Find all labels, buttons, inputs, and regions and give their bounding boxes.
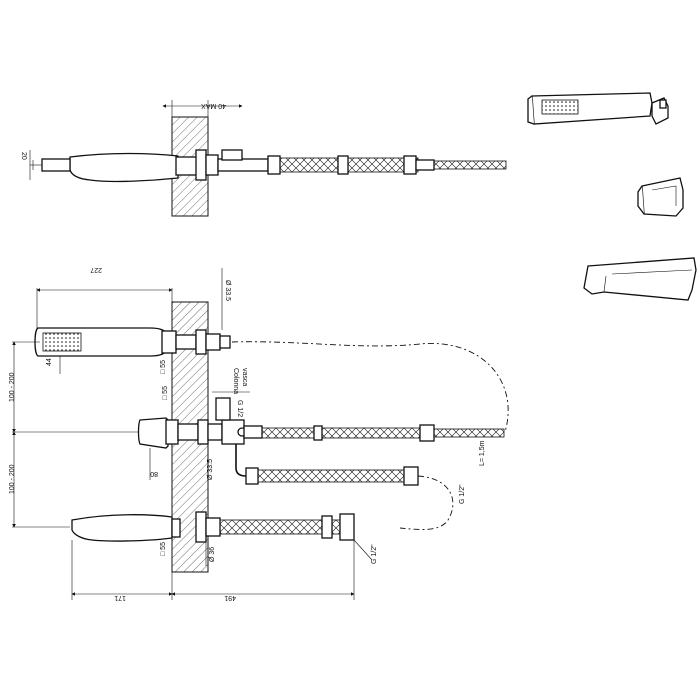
overall-length-label: 227: [90, 266, 102, 273]
column-label-2: vasca: [241, 368, 248, 386]
wall-thickness-label: 40 MAX: [201, 102, 226, 109]
thread-g12-low-label: G 1/2": [371, 544, 378, 564]
shower-hose: [433, 428, 505, 438]
perspective-spout: [583, 257, 697, 301]
top-handle: [69, 152, 179, 183]
handshower-width-label: 44: [46, 358, 53, 366]
hose-length-label: L= 1,5m: [479, 440, 486, 466]
square-55-b-label: □ 55: [162, 386, 169, 400]
square-55-a-label: □ 55: [160, 360, 167, 374]
middle-braided-hose: [245, 469, 417, 483]
nut-diameter-top-label: Ø 33.5: [224, 280, 231, 301]
column-label-1: Colonna: [232, 368, 239, 394]
spacing-lower-label: 100 - 200: [9, 464, 16, 494]
main-plan-view: 227 Ø 33.5 44 □ 55 100 - 200 100 - 200: [9, 266, 509, 601]
handshower-assembly: 44 □ 55: [34, 327, 231, 374]
thread-g12-right-label: G 1/2": [459, 484, 466, 504]
top-side-view: 40 MAX 20: [20, 100, 507, 217]
upper-braided-hose: [261, 427, 423, 439]
right-length-label: 491: [224, 594, 236, 601]
thread-half-label: G 1/2: [236, 400, 243, 417]
hose-path: [231, 341, 509, 433]
lower-handle-assembly: □ 55 Ø 36 G 1/2": [71, 511, 378, 566]
spout-assembly: 80 □ 55: [137, 386, 263, 480]
handle-diameter-label: 20: [20, 152, 27, 160]
perspective-handshower: [527, 92, 669, 125]
spout-reach-label: 80: [150, 470, 158, 477]
perspective-escutcheon: [637, 177, 684, 217]
top-shower-hose: [433, 160, 507, 170]
left-length-label: 171: [114, 594, 126, 601]
square-55-c-label: □ 55: [160, 542, 167, 556]
spacing-upper-label: 100 - 200: [9, 372, 16, 402]
nut-diameter-mid-label: Ø 33.5: [207, 459, 214, 480]
nut-diameter-low-label: Ø 36: [209, 547, 216, 562]
